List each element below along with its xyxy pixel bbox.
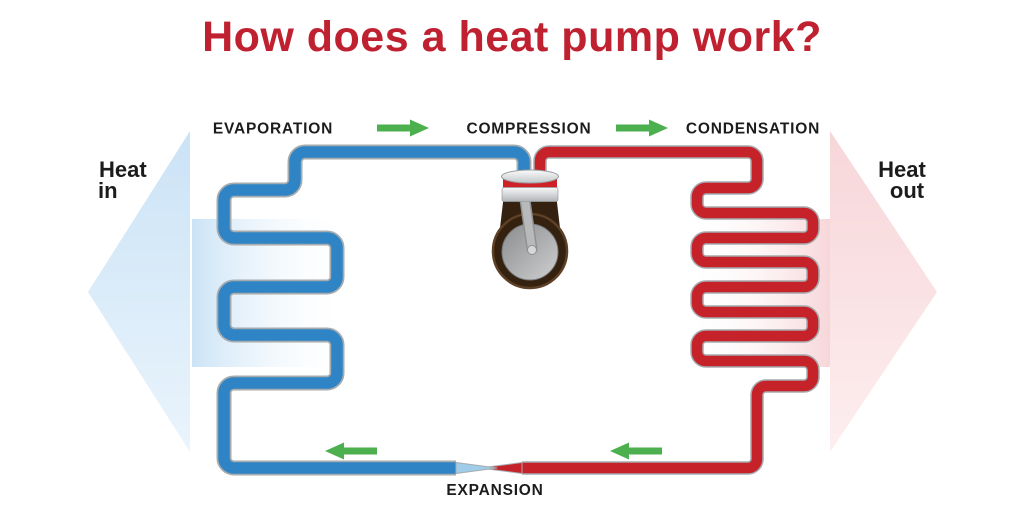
compressor-rod	[520, 189, 536, 253]
flow-arrow-compression-to-condensation-icon	[616, 119, 668, 137]
heat-in-label-line1: Heat	[99, 157, 147, 182]
heat-out-label-line2: out	[890, 178, 925, 203]
compressor-piston	[501, 187, 559, 202]
evaporator-coil	[216, 144, 532, 476]
compressor-crank-hub	[527, 245, 537, 255]
heat-in-arrow-head	[88, 131, 190, 452]
expansion-valve-red-taper	[479, 462, 523, 474]
flow-arrow-bottom-left-icon	[325, 442, 377, 460]
condenser-coil-pipe	[522, 146, 819, 474]
evaporator-coil-pipe	[218, 146, 530, 474]
compression-label: COMPRESSION	[466, 121, 591, 138]
heat-in-label-line2: in	[98, 178, 118, 203]
compressor-cylinder-rim	[501, 169, 559, 184]
heat-out-arrow-head	[830, 131, 937, 452]
heat-out-label-line1: Heat	[878, 157, 926, 182]
expansion-valve-blue-taper	[455, 462, 498, 474]
flow-arrow-bottom-right-icon	[610, 442, 662, 460]
heat-in-label: Heat in	[98, 157, 147, 203]
flow-arrow-evaporation-to-compression-icon	[377, 119, 429, 137]
condensation-label: CONDENSATION	[686, 121, 820, 138]
expansion-valve-icon	[455, 462, 523, 474]
compressor-icon	[491, 169, 569, 290]
expansion-label: EXPANSION	[446, 482, 543, 499]
evaporation-label: EVAPORATION	[213, 121, 333, 138]
heat-out-label: Heat out	[878, 157, 926, 203]
page-title: How does a heat pump work?	[202, 13, 822, 61]
condenser-coil	[522, 145, 820, 475]
